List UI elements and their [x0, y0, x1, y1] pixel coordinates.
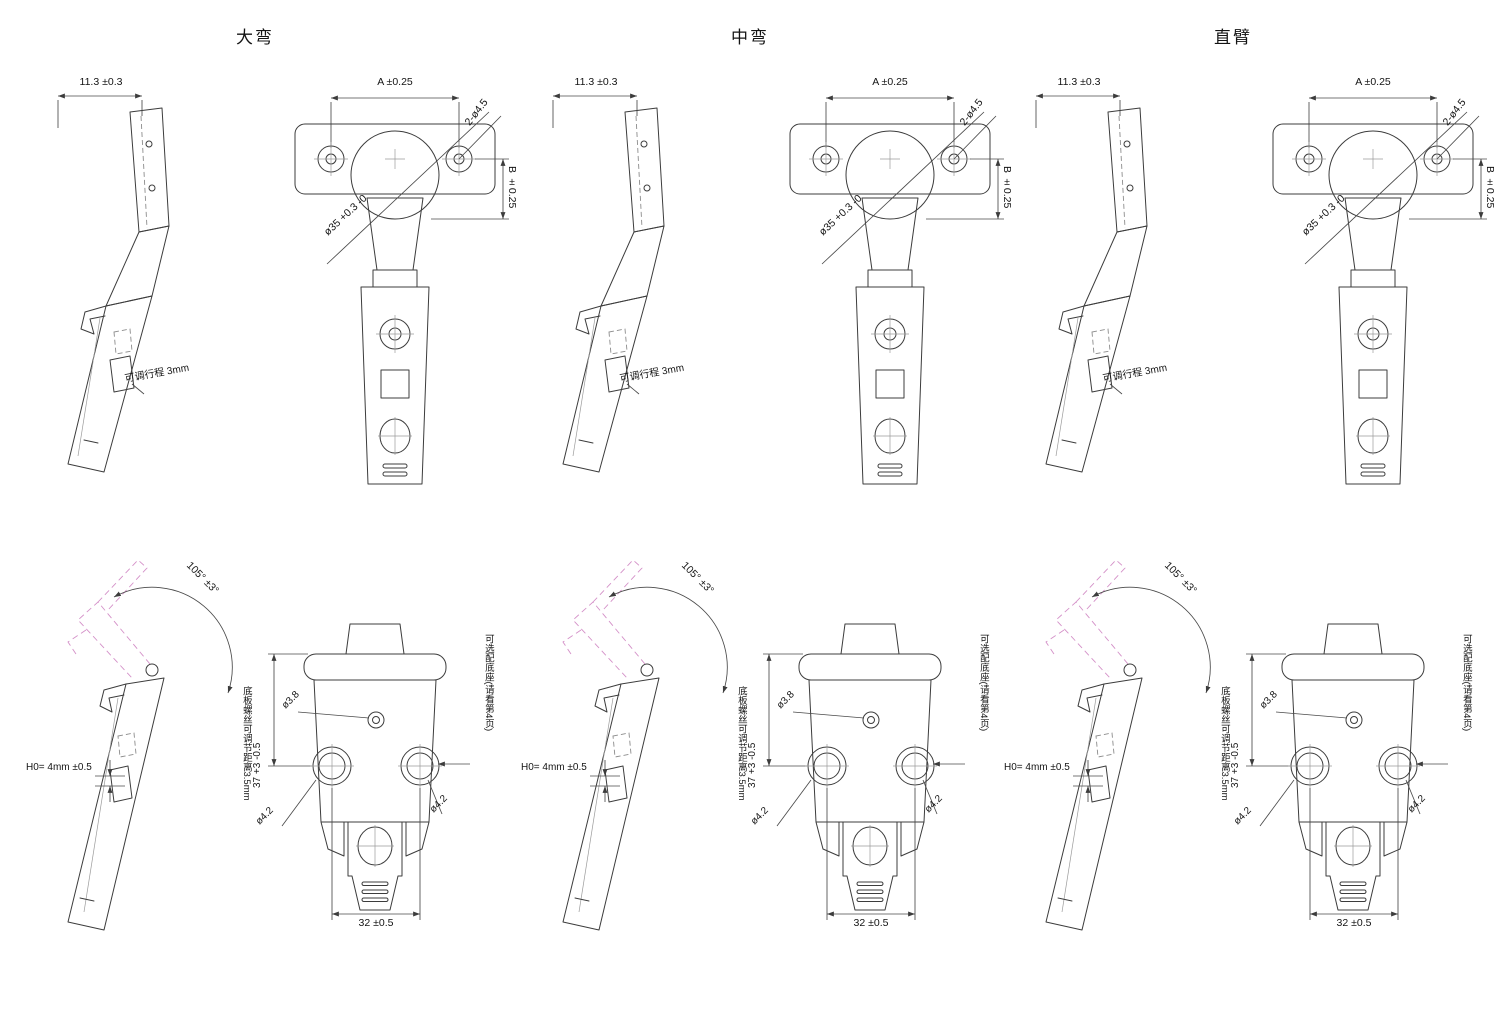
note-optional-base: 可选配底座(请看第4页): [977, 634, 989, 732]
dim-door-gap: H0= 4mm ±0.5: [26, 762, 92, 773]
dim-plate-height: 37 +3 -0.5: [252, 742, 263, 788]
section-title: 大弯: [236, 28, 274, 47]
dim-plate-height: 37 +3 -0.5: [747, 742, 758, 788]
front-view-plate-drawing: [1246, 624, 1448, 920]
section-title: 直臂: [1214, 28, 1252, 47]
note-optional-base: 可选配底座(请看第4页): [482, 634, 494, 732]
dim-cup-depth-offset: B ±0.25: [1001, 166, 1014, 209]
dim-arm-top-width: 11.3 ±0.3: [1057, 76, 1101, 88]
note-plate-screw: 底板螺丝可调节距离3.5mm: [240, 686, 252, 801]
dim-arm-top-width: 11.3 ±0.3: [79, 76, 123, 88]
dim-plate-height: 37 +3 -0.5: [1230, 742, 1241, 788]
front-view-plate-drawing: [763, 624, 965, 920]
dim-cup-depth-offset: B ±0.25: [1484, 166, 1497, 209]
section-title: 中弯: [731, 28, 769, 47]
dim-door-gap: H0= 4mm ±0.5: [1004, 762, 1070, 773]
dim-arm-top-width: 11.3 ±0.3: [574, 76, 618, 88]
side-view-open-drawing: [563, 560, 727, 930]
side-view-open-drawing: [1046, 560, 1210, 930]
note-optional-base: 可选配底座(请看第4页): [1460, 634, 1472, 732]
dim-plate-hole-span: 32 ±0.5: [853, 917, 889, 929]
front-view-hinge-drawing: [790, 98, 1004, 484]
dim-cup-depth-offset: B ±0.25: [506, 166, 519, 209]
dim-plate-hole-span: 32 ±0.5: [1336, 917, 1372, 929]
dim-door-gap: H0= 4mm ±0.5: [521, 762, 587, 773]
front-view-hinge-drawing: [295, 98, 509, 484]
dim-mount-hole-span: A ±0.25: [1355, 76, 1391, 88]
front-view-hinge-drawing: [1273, 98, 1487, 484]
note-plate-screw: 底板螺丝可调节距离3.5mm: [735, 686, 747, 801]
note-plate-screw: 底板螺丝可调节距离3.5mm: [1218, 686, 1230, 801]
dim-mount-hole-span: A ±0.25: [872, 76, 908, 88]
side-view-closed-drawing: [58, 96, 169, 472]
front-view-plate-drawing: [268, 624, 470, 920]
dim-plate-hole-span: 32 ±0.5: [358, 917, 394, 929]
side-view-closed-drawing: [553, 96, 664, 472]
side-view-closed-drawing: [1036, 96, 1147, 472]
side-view-open-drawing: [68, 560, 232, 930]
dim-mount-hole-span: A ±0.25: [377, 76, 413, 88]
